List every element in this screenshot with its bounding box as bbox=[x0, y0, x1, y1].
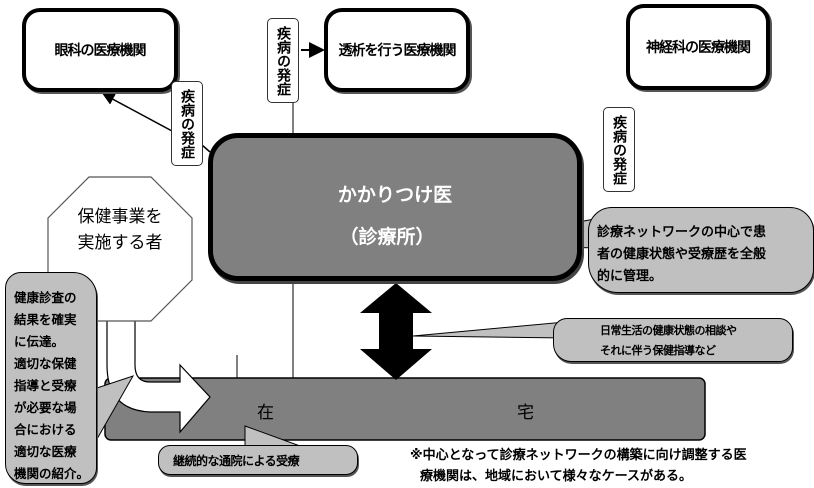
home-label-2: 宅 bbox=[517, 403, 534, 423]
health-provider-line1: 保健事業を bbox=[77, 207, 163, 227]
onset-label-neurology: 疾病の発症 bbox=[603, 107, 635, 192]
callout-network-center: 診療ネットワークの中心で患 者の健康状態や受療歴を全般 的に管理。 bbox=[588, 207, 814, 293]
footnote-line-2: 療機関は、地域において様々なケースがある。 bbox=[420, 469, 692, 484]
family-doctor-subtitle: （診療所） bbox=[339, 226, 435, 248]
health-provider-line2: 実施する者 bbox=[77, 233, 163, 253]
callout-daily-life: 日常生活の健康状態の相談や それに伴う保健指導など bbox=[553, 318, 793, 362]
connector-line bbox=[201, 144, 211, 153]
footnote-line-1: ※中心となって診療ネットワークの構築に向け調整する医 bbox=[410, 448, 747, 463]
family-doctor-title: かかりつけ医 bbox=[337, 184, 453, 206]
home-label-1: 在 bbox=[257, 403, 274, 423]
institution-label: 眼科の医療機関 bbox=[54, 43, 147, 59]
callout-tail bbox=[412, 321, 566, 339]
footnote: ※中心となって診療ネットワークの構築に向け調整する医 療機関は、地域において様々… bbox=[410, 445, 814, 487]
institution-label: 神経科の医療機関 bbox=[646, 40, 751, 56]
institution-dialysis: 透析を行う医療機関 bbox=[324, 8, 470, 92]
onset-arrow-ophthalmology bbox=[102, 93, 173, 132]
callout-health-check: 健康診査の 結果を確実 に伝達。 適切な保健 指導と受療 が必要な場 合における… bbox=[5, 272, 97, 484]
double-arrow bbox=[360, 283, 432, 380]
health-provider-octagon: 保健事業を 実施する者 bbox=[47, 176, 193, 322]
institution-neurology: 神経科の医療機関 bbox=[626, 4, 770, 90]
institution-ophthalmology: 眼科の医療機関 bbox=[22, 8, 178, 92]
family-doctor-box: かかりつけ医 （診療所） bbox=[208, 133, 582, 281]
onset-label-ophthalmology: 疾病の発症 bbox=[171, 81, 203, 166]
institution-label: 透析を行う医療機関 bbox=[338, 43, 457, 59]
callout-continuous-visit: 継続的な通院による受療 bbox=[158, 445, 358, 475]
onset-label-dialysis: 疾病の発症 bbox=[267, 18, 299, 103]
